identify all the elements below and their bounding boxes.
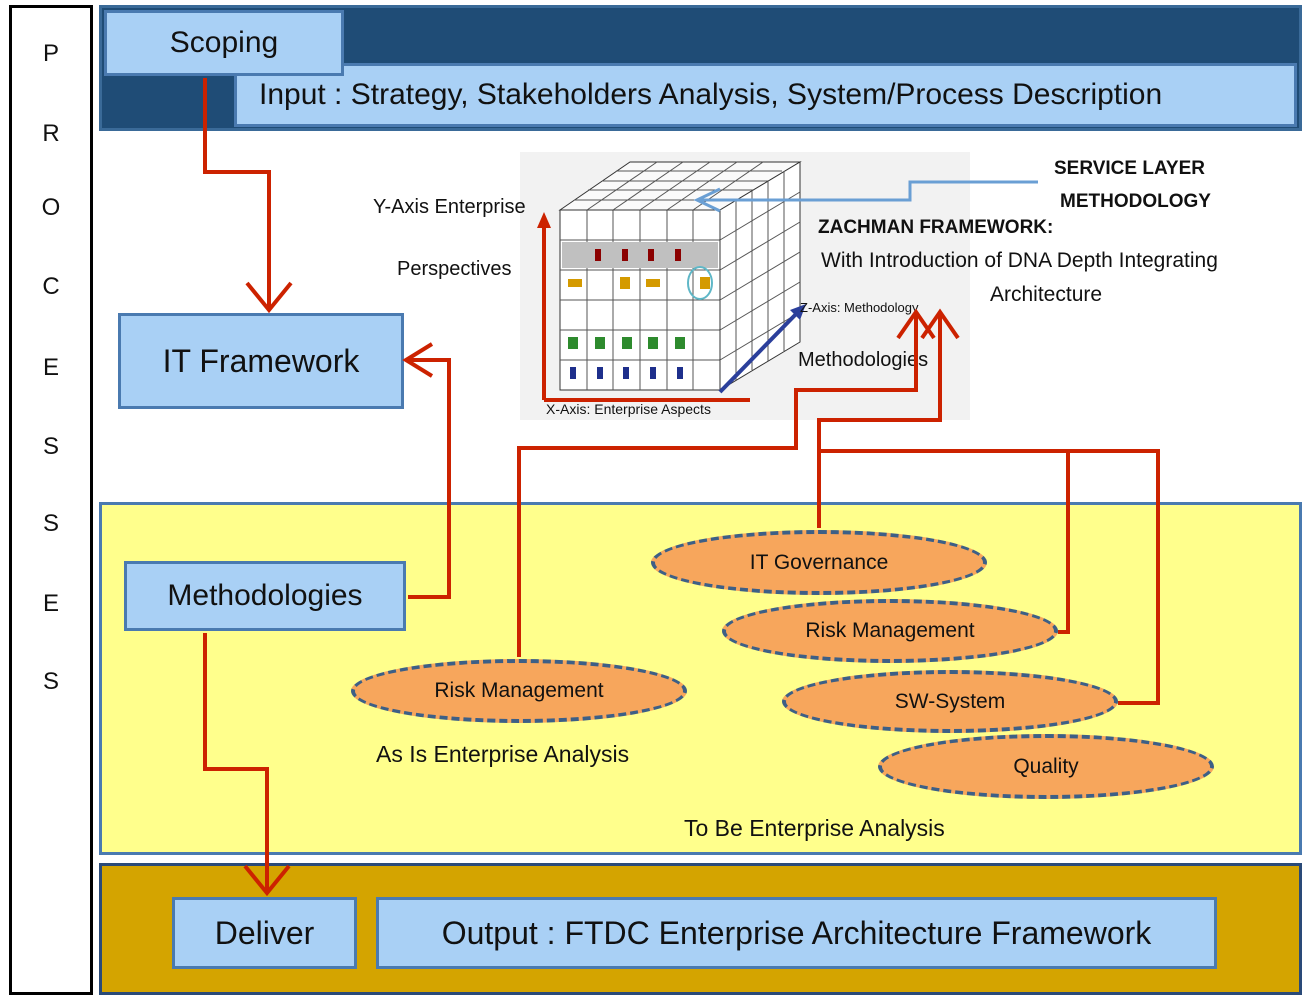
process-letter: E (42, 590, 59, 617)
zachman-subtitle-line2: Architecture (990, 283, 1103, 306)
process-letter: R (42, 120, 60, 147)
quality-ellipse: Quality (878, 734, 1214, 799)
it-framework-box: IT Framework (118, 313, 404, 409)
sw-system-ellipse: SW-System (782, 670, 1118, 733)
process-letter: E (42, 354, 59, 381)
service-layer-label: SERVICE LAYER (1054, 158, 1205, 179)
processes-column: P R O C E S S E S (9, 5, 93, 995)
process-letter: P (42, 40, 59, 67)
x-axis-label: X-Axis: Enterprise Aspects (546, 401, 711, 417)
zachman-subtitle-line1: With Introduction of DNA Depth Integrati… (821, 249, 1218, 272)
scoping-box: Scoping (104, 10, 344, 76)
z-axis-label: Z-Axis: Methodology (800, 300, 919, 315)
input-box: Input : Strategy, Stakeholders Analysis,… (234, 63, 1297, 127)
to-be-label: To Be Enterprise Analysis (684, 815, 945, 841)
risk-management-as-is-ellipse: Risk Management (351, 659, 687, 723)
methodologies-box: Methodologies (124, 561, 406, 631)
zachman-cube-illustration: X-Axis: Enterprise Aspects Z-Axis: Metho… (520, 152, 970, 420)
band-notch (500, 131, 986, 139)
process-letter: S (42, 510, 59, 537)
y-axis-label-line1: Y-Axis Enterprise (373, 196, 526, 218)
process-letter: C (42, 273, 60, 300)
risk-management-to-be-ellipse: Risk Management (722, 599, 1058, 663)
process-letter: S (42, 433, 59, 460)
output-box: Output : FTDC Enterprise Architecture Fr… (376, 897, 1217, 969)
deliver-box: Deliver (172, 897, 357, 969)
it-governance-ellipse: IT Governance (651, 530, 987, 595)
zachman-title: ZACHMAN FRAMEWORK: (818, 217, 1054, 238)
service-layer-methodology-label: METHODOLOGY (1060, 191, 1211, 212)
process-letter: S (42, 668, 59, 695)
y-axis-label-line2: Perspectives (397, 258, 512, 280)
process-letter: O (41, 194, 61, 221)
methodologies-axis-label: Methodologies (798, 349, 929, 371)
as-is-label: As Is Enterprise Analysis (376, 741, 630, 767)
